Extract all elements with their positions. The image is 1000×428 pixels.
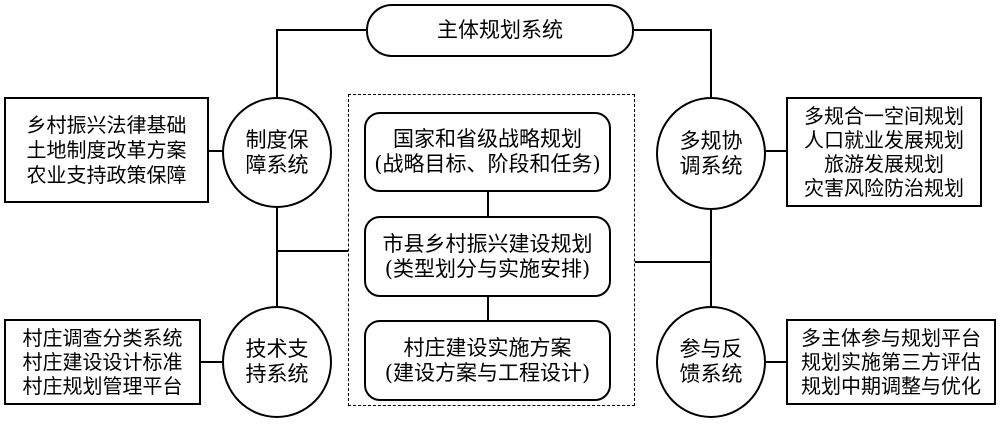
main-planning-system-label: 主体规划系统 bbox=[437, 18, 563, 43]
city-county-plan-subtitle: (类型划分与实施安排) bbox=[384, 256, 591, 281]
institutional-item-2: 土地制度改革方案 bbox=[26, 137, 187, 162]
technical-support-node: 技术支 持系统 bbox=[222, 306, 332, 418]
participation-feedback-items-box: 多主体参与规划平台 规划实施第三方评估 规划中期调整与优化 bbox=[786, 319, 996, 405]
national-provincial-plan-node: 国家和省级战略规划 (战略目标、阶段和任务) bbox=[364, 112, 611, 192]
main-planning-system-node: 主体规划系统 bbox=[366, 4, 634, 57]
institutional-guarantee-label-line1: 制度保 bbox=[245, 127, 309, 152]
village-implementation-plan-subtitle: (建设方案与工程设计) bbox=[384, 360, 591, 385]
city-county-plan-node: 市县乡村振兴建设规划 (类型划分与实施安排) bbox=[364, 216, 611, 297]
institutional-item-3: 农业支持政策保障 bbox=[26, 162, 187, 187]
coordination-item-2: 人口就业发展规划 bbox=[804, 128, 964, 152]
coordination-item-3: 旅游发展规划 bbox=[824, 152, 944, 176]
connector-top-right bbox=[634, 29, 712, 97]
participation-feedback-label-line1: 参与反 bbox=[679, 337, 743, 362]
technical-item-2: 村庄建设设计标准 bbox=[22, 350, 183, 374]
technical-item-1: 村庄调查分类系统 bbox=[22, 326, 183, 350]
institutional-guarantee-items-box: 乡村振兴法律基础 土地制度改革方案 农业支持政策保障 bbox=[4, 97, 209, 203]
technical-support-label-line2: 持系统 bbox=[245, 362, 309, 386]
institutional-guarantee-node: 制度保 障系统 bbox=[222, 97, 332, 208]
national-provincial-plan-title: 国家和省级战略规划 bbox=[393, 127, 582, 152]
city-county-plan-title: 市县乡村振兴建设规划 bbox=[382, 231, 593, 256]
national-provincial-plan-subtitle: (战略目标、阶段和任务) bbox=[374, 152, 601, 176]
village-implementation-plan-title: 村庄建设实施方案 bbox=[403, 335, 572, 360]
coordination-item-1: 多规合一空间规划 bbox=[804, 104, 964, 128]
multi-plan-coordination-node: 多规协 调系统 bbox=[656, 97, 766, 210]
feedback-item-2: 规划实施第三方评估 bbox=[801, 350, 981, 374]
core-planning-container bbox=[348, 94, 635, 406]
institutional-guarantee-label-line2: 障系统 bbox=[245, 152, 309, 177]
participation-feedback-label-line2: 馈系统 bbox=[679, 362, 743, 386]
technical-item-3: 村庄规划管理平台 bbox=[22, 374, 183, 398]
technical-support-items-box: 村庄调查分类系统 村庄建设设计标准 村庄规划管理平台 bbox=[4, 319, 201, 405]
participation-feedback-node: 参与反 馈系统 bbox=[656, 306, 766, 418]
village-implementation-plan-node: 村庄建设实施方案 (建设方案与工程设计) bbox=[364, 320, 611, 401]
multi-plan-coordination-items-box: 多规合一空间规划 人口就业发展规划 旅游发展规划 灾害风险防治规划 bbox=[786, 97, 982, 207]
connector-top-left bbox=[276, 29, 366, 97]
institutional-item-1: 乡村振兴法律基础 bbox=[26, 112, 187, 137]
multi-plan-coordination-label-line2: 调系统 bbox=[679, 153, 743, 178]
coordination-item-4: 灾害风险防治规划 bbox=[804, 176, 964, 200]
feedback-item-3: 规划中期调整与优化 bbox=[801, 374, 981, 398]
technical-support-label-line1: 技术支 bbox=[245, 337, 309, 362]
multi-plan-coordination-label-line1: 多规协 bbox=[679, 128, 743, 153]
feedback-item-1: 多主体参与规划平台 bbox=[801, 326, 981, 350]
